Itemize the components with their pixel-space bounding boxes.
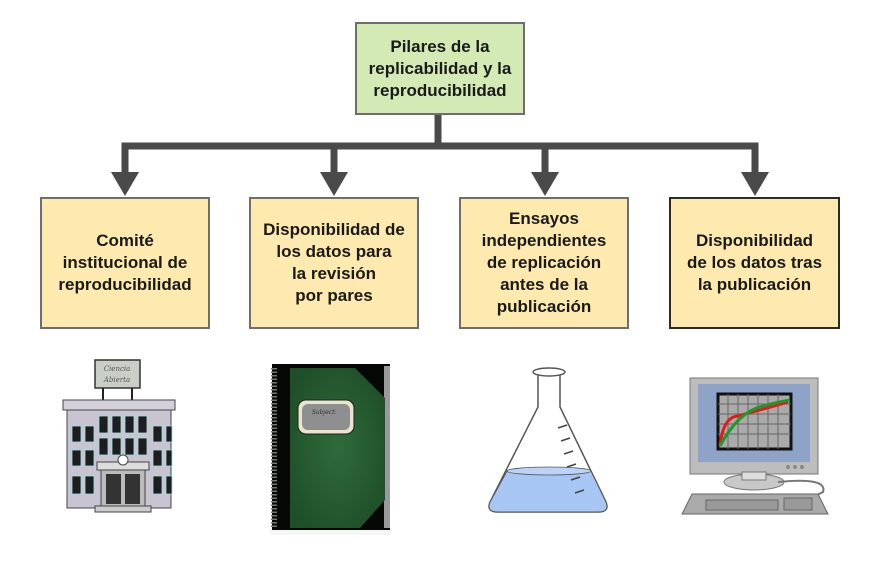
child-node-post-publication-data: Disponibilidad de los datos tras la publ…	[669, 197, 840, 329]
arrow-head-4	[741, 172, 769, 196]
building-sign-line1: Ciencia	[104, 365, 131, 373]
computer-icon	[681, 377, 829, 515]
notebook-icon: Subject:	[270, 364, 390, 535]
chart-red-curve	[718, 400, 789, 447]
root-node: Pilares de la replicabilidad y la reprod…	[355, 22, 525, 115]
building-sign-line2: Abierta	[103, 376, 130, 384]
horizontal-bus	[121, 142, 759, 178]
building-icon: Ciencia Abierta	[62, 359, 176, 513]
arrow-head-1	[111, 172, 139, 196]
flask-icon	[488, 367, 608, 513]
chart-green-curve	[718, 398, 791, 447]
arrow-head-3	[531, 172, 559, 196]
child-node-replication-trials: Ensayos independientes de replicación an…	[459, 197, 629, 329]
child-node-committee: Comité institucional de reproducibilidad	[40, 197, 210, 329]
child-node-peer-review-data: Disponibilidad de los datos para la revi…	[249, 197, 419, 329]
notebook-subject-label: Subject:	[312, 409, 336, 416]
arrow-head-2	[320, 172, 348, 196]
